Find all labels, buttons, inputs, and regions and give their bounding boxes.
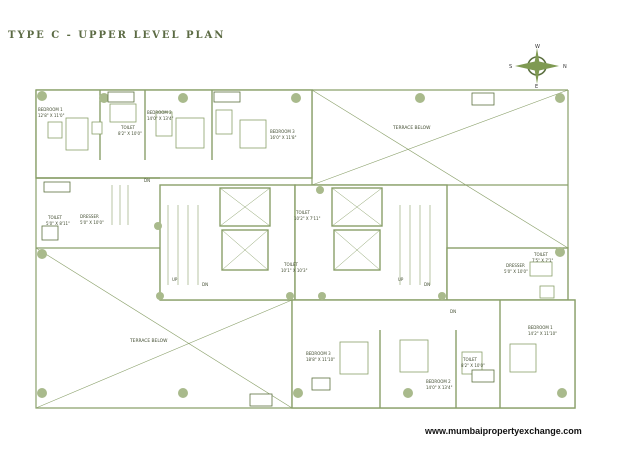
compass-e-label: E bbox=[535, 84, 538, 88]
bedroom2-top-name: BEDROOM 2 bbox=[147, 110, 172, 115]
compass-icon: W S N E bbox=[509, 44, 567, 88]
bedroom3-top-size: 16'0" X 11'8" bbox=[270, 135, 297, 140]
toilet-top-center-name: TOILET bbox=[120, 125, 136, 130]
toilet-mid-right-size: 10'2" X 7'11" bbox=[294, 216, 321, 221]
dresser-top-left-size: 5'0" X 10'0" bbox=[80, 220, 104, 225]
dresser-top-left-name: DRESSER bbox=[80, 214, 99, 219]
website-watermark: www.mumbaipropertyexchange.com bbox=[425, 426, 582, 436]
bedroom2-bottom-size: 14'0" X 13'4" bbox=[426, 385, 453, 390]
compass-w-label: W bbox=[535, 44, 540, 50]
terrace-bottom-label: TERRACE BELOW bbox=[129, 338, 168, 344]
bedroom1-top-name: BEDROOM 1 bbox=[38, 107, 63, 112]
dresser-right-size: 5'0" X 10'0" bbox=[504, 269, 528, 274]
plan-title: TYPE C - UPPER LEVEL PLAN bbox=[8, 30, 226, 41]
bedroom1-bottom-name: BEDROOM 1 bbox=[528, 325, 553, 330]
dn-label-4: DN bbox=[450, 309, 456, 314]
toilet-top-left-name: TOILET bbox=[47, 215, 63, 220]
toilet-mid-right-name: TOILET bbox=[295, 210, 311, 215]
toilet-bottom-name: TOILET bbox=[462, 357, 478, 362]
compass-n-label: N bbox=[563, 64, 567, 70]
compass-s-label: S bbox=[509, 64, 512, 70]
dn-label-2: DN bbox=[202, 282, 208, 287]
compass-rose: W S N E bbox=[505, 42, 575, 88]
toilet-bottom-size: 8'2" X 10'0" bbox=[461, 363, 485, 368]
bedroom2-top-size: 14'0" X 13'4" bbox=[147, 116, 174, 121]
toilet-mid-left-size: 10'1" X 10'3" bbox=[281, 268, 308, 273]
terrace-top-label: TERRACE BELOW bbox=[392, 125, 431, 131]
bedroom3-bottom-name: BEDROOM 3 bbox=[306, 351, 331, 356]
dn-label-3: DN bbox=[424, 282, 430, 287]
bedroom3-top-name: BEDROOM 3 bbox=[270, 129, 295, 134]
up-label-2: UP bbox=[398, 277, 404, 282]
dresser-right-name: DRESSER bbox=[506, 263, 525, 268]
toilet-mid-left-name: TOILET bbox=[283, 262, 299, 267]
toilet-right-top-name: TOILET bbox=[533, 252, 549, 257]
dn-label-1: DN bbox=[144, 178, 150, 183]
bedroom1-bottom-size: 14'2" X 11'10" bbox=[528, 331, 557, 336]
toilet-top-left-size: 5'0" X 8'11" bbox=[46, 221, 70, 226]
toilet-right-top-size: 7'5" X 7'1" bbox=[532, 258, 554, 263]
toilet-top-center-size: 8'2" X 10'0" bbox=[118, 131, 142, 136]
bedroom2-bottom-name: BEDROOM 2 bbox=[426, 379, 451, 384]
bedroom3-bottom-size: 18'8" X 11'10" bbox=[306, 357, 335, 362]
bedroom1-top-size: 12'8" X 11'0" bbox=[38, 113, 65, 118]
up-label-1: UP bbox=[172, 277, 178, 282]
